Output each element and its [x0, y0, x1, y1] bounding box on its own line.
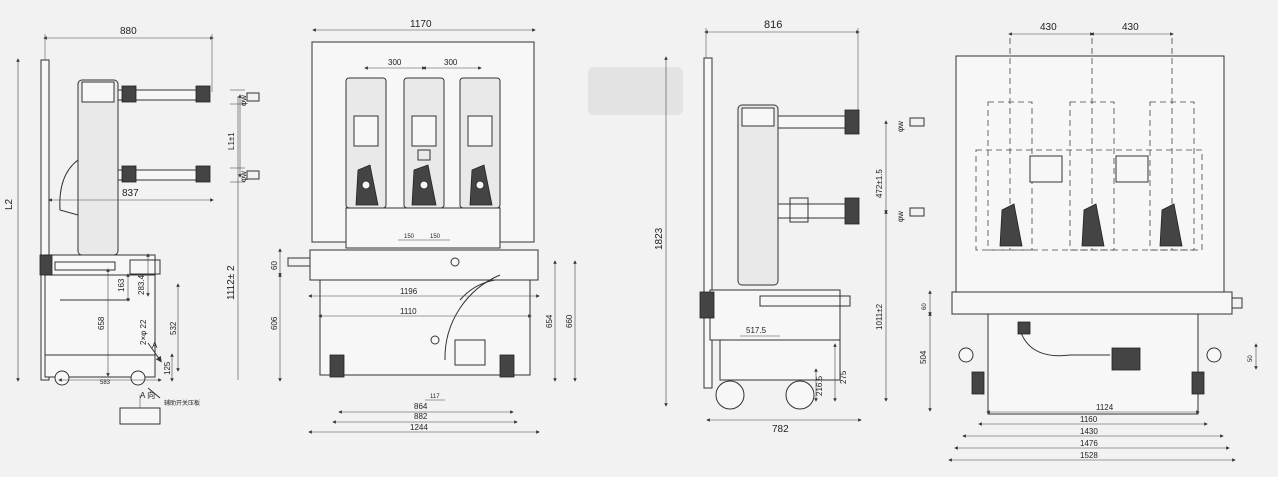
dim-283: 283.4	[137, 274, 146, 295]
dim-660: 660	[565, 314, 574, 328]
dim-150-right: 150	[430, 234, 441, 240]
side-view-right: 816 φw φw 472±1.5 1823 1011±2 517.5 275 …	[654, 19, 925, 435]
dim-880: 880	[120, 26, 137, 37]
pole-right	[459, 77, 501, 209]
dim-60: 60	[270, 261, 279, 270]
dim-654: 654	[545, 314, 554, 328]
dim-phi-upper-right: φw	[896, 121, 905, 132]
dim-472: 472±1.5	[875, 169, 884, 198]
dim-430-right: 430	[1122, 22, 1139, 33]
dim-882: 882	[414, 412, 428, 421]
dim-430-left: 430	[1040, 22, 1057, 33]
side-view-left: 880 837 L2 L1±1 φw φw 1112± 2 283.4 163 …	[4, 26, 260, 425]
dim-117: 117	[430, 394, 440, 400]
dim-517: 517.5	[746, 326, 767, 335]
dim-phi22: 2×φ 22	[139, 319, 148, 345]
dim-150-left: 150	[404, 234, 415, 240]
dim-phi-upper: φw	[239, 95, 248, 106]
dim-1160: 1160	[1080, 415, 1098, 424]
dim-1244: 1244	[410, 423, 428, 432]
pole-left	[345, 77, 387, 209]
view-a-label: A 向	[140, 390, 155, 400]
dim-837: 837	[122, 188, 139, 199]
dim-60-right: 60	[922, 303, 928, 310]
dim-504: 504	[919, 350, 928, 364]
arrow-a-label: A	[152, 341, 158, 350]
dim-125: 125	[163, 361, 172, 375]
dim-1110: 1110	[400, 307, 417, 316]
dim-532: 532	[169, 321, 178, 335]
dim-l2: L2	[4, 198, 15, 210]
dim-1528: 1528	[1080, 451, 1098, 460]
dim-1196: 1196	[400, 287, 418, 296]
dim-816: 816	[764, 19, 782, 31]
dim-658: 658	[97, 316, 106, 330]
aux-switch-label: 辅助开关压板	[164, 399, 200, 407]
dim-163: 163	[117, 278, 126, 292]
dim-216: 216.5	[815, 375, 824, 396]
dim-300-right: 300	[444, 58, 458, 67]
front-view-left: 1170 300 300 150 150 60 1196 1110 606 65…	[270, 19, 577, 434]
dim-864: 864	[414, 402, 428, 411]
dim-phi-lower-right: φw	[896, 211, 905, 222]
dim-1823: 1823	[654, 227, 665, 250]
dim-1430: 1430	[1080, 427, 1098, 436]
dim-583: 583	[100, 380, 111, 386]
dim-1476: 1476	[1080, 439, 1098, 448]
dim-606: 606	[270, 316, 279, 330]
dim-phi-lower: φw	[239, 171, 248, 182]
dim-l1: L1±1	[227, 132, 236, 150]
dim-275: 275	[839, 370, 848, 384]
pole-middle	[403, 77, 445, 209]
dim-1124: 1124	[1096, 403, 1114, 412]
front-view-right: 430 430 60 50 504 1124 1160 1430 1476 15…	[919, 22, 1258, 462]
dim-782: 782	[772, 424, 789, 435]
dim-1011: 1011±2	[875, 303, 884, 330]
dim-1112: 1112± 2	[226, 265, 237, 300]
dim-50: 50	[1248, 355, 1254, 362]
dim-1170: 1170	[410, 19, 432, 30]
dim-300-left: 300	[388, 58, 402, 67]
